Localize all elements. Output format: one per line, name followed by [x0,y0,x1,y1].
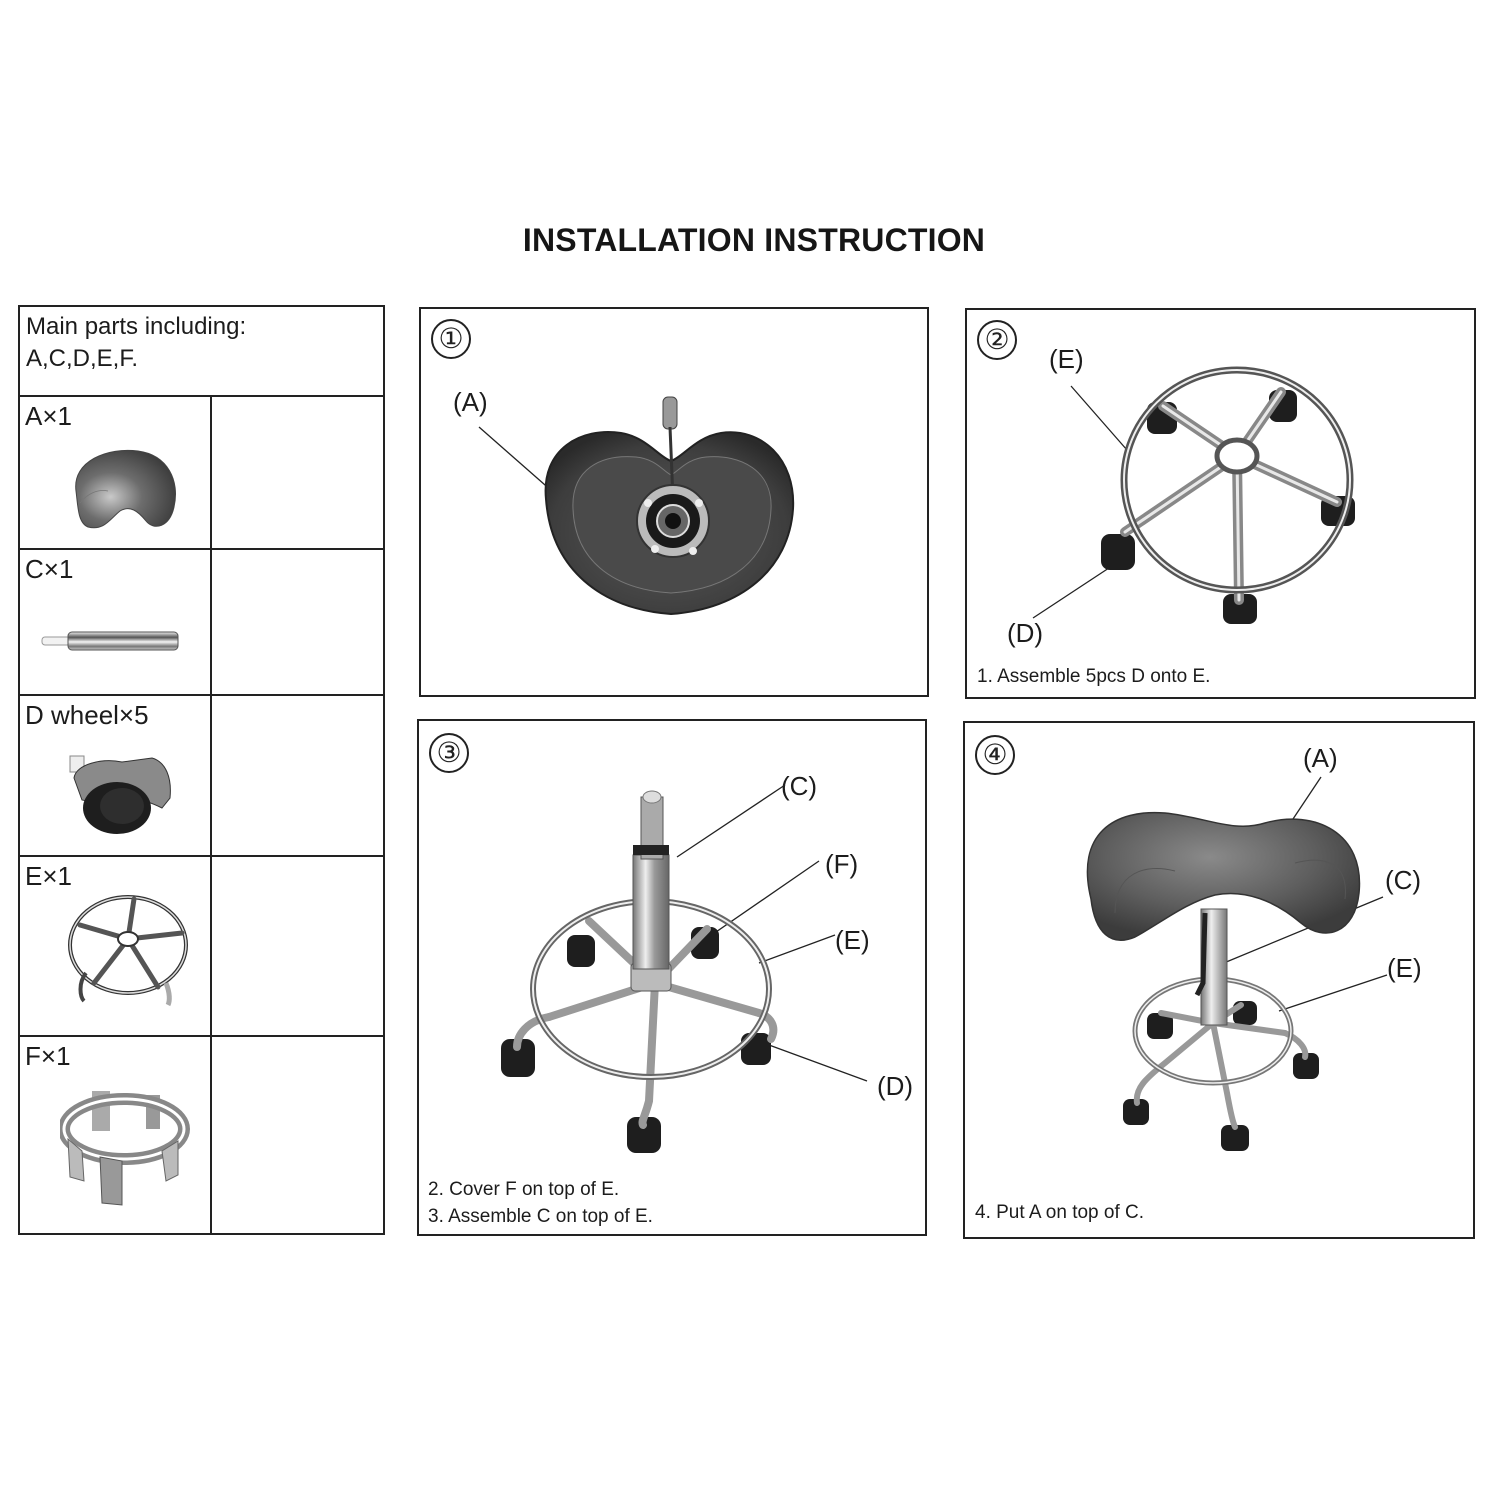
page-title: INSTALLATION INSTRUCTION [522,222,986,258]
part-row-f: F×1 [20,1037,383,1233]
callout-f: (F) [825,849,859,879]
part-cell: C×1 [20,550,212,694]
step-instruction-3: 3. Assemble C on top of E. [428,1206,653,1227]
part-cell: A×1 [20,397,212,548]
part-cell: F×1 [20,1037,212,1233]
step-panel-1: ① (A) [419,307,929,697]
callout-e: (E) [835,925,870,955]
parts-header-line2: A,C,D,E,F. [26,345,139,372]
callout-e: (E) [1387,953,1422,983]
part-row-a: A×1 [20,397,383,550]
step-panel-4: ④ (A) (C) (E) [963,721,1475,1239]
step-number-1: ① [431,319,471,359]
part-notes-cell [212,857,383,1035]
parts-table: Main parts including: A,C,D,E,F. A×1 C×1 [18,305,385,1235]
part-notes-cell [212,1037,383,1233]
cylinder-on-base-illustration [501,784,868,1153]
step-panel-2: ② (E) (D) 1. Assemble 5pcs D [965,308,1476,699]
part-label-c: C×1 [25,554,74,584]
part-row-d: D wheel×5 [20,696,383,857]
parts-table-header: Main parts including: A,C,D,E,F. [20,307,383,397]
callout-d: (D) [877,1071,914,1101]
part-notes-cell [212,550,383,694]
part-cell: E×1 [20,857,212,1035]
seat-underside-illustration [478,396,795,616]
assembled-stool-illustration [1086,776,1388,1151]
callout-a: (A) [1303,743,1338,773]
callout-c: (C) [1385,865,1422,895]
part-label-a: A×1 [25,401,72,431]
part-label-e: E×1 [25,861,72,891]
step-instruction-1: 1. Assemble 5pcs D onto E. [977,666,1211,687]
step-instruction-2: 2. Cover F on top of E. [428,1179,620,1200]
step-number-4: ④ [975,735,1015,775]
step-instruction-4: 4. Put A on top of C. [975,1202,1145,1223]
callout-a: (A) [453,387,488,417]
part-cell: D wheel×5 [20,696,212,855]
part-label-f: F×1 [25,1041,71,1071]
base-ring-icon [68,895,188,1007]
saddle-seat-icon [75,449,176,529]
step-number-2: ② [977,320,1017,360]
callout-e: (E) [1049,344,1084,374]
part-notes-cell [212,397,383,548]
part-row-e: E×1 [20,857,383,1037]
part-notes-cell [212,696,383,855]
step-number-3: ③ [429,733,469,773]
caster-wheel-icon [69,755,171,834]
gas-cylinder-icon [41,631,179,651]
parts-header-line1: Main parts including: [26,313,247,340]
base-with-casters-illustration [1032,366,1355,624]
callout-c: (C) [781,771,818,801]
part-row-c: C×1 [20,550,383,696]
callout-d: (D) [1007,618,1044,648]
cover-cap-icon [60,1091,190,1206]
part-label-d: D wheel×5 [25,700,149,730]
step-panel-3: ③ (C) (F) (E) (D) [417,719,927,1236]
